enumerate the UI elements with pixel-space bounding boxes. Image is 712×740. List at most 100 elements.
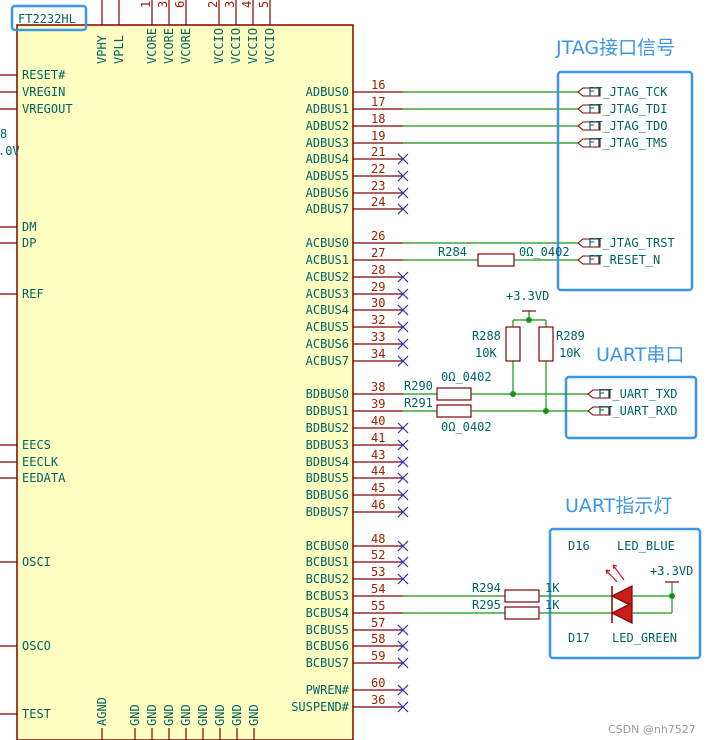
bottom-pin-label: GND — [196, 704, 210, 726]
right-pin-number: 46 — [371, 498, 385, 512]
no-connect-icon — [397, 489, 409, 501]
no-connect-icon — [397, 657, 409, 669]
right-pin-label: ACBUS7 — [306, 354, 349, 368]
no-connect-icon — [397, 540, 409, 552]
no-connect-icon — [397, 338, 409, 350]
no-connect-icon — [397, 506, 409, 518]
top-pin-label: VCCIO — [263, 28, 277, 64]
top-pin-number: 5 — [257, 1, 271, 8]
port-label-jtag-tck: FT_JTAG_TCK — [588, 85, 668, 99]
right-pin-number: 27 — [371, 246, 385, 260]
r291-value: 0Ω_0402 — [441, 420, 492, 434]
right-pin-number: 22 — [371, 162, 385, 176]
right-pin-label: ACBUS4 — [306, 303, 349, 317]
right-pin-label: BDBUS0 — [306, 387, 349, 401]
d17-ref: D17 — [568, 631, 590, 645]
port-uart-rxd — [587, 406, 611, 416]
bottom-pin-label: GND — [128, 704, 142, 726]
right-pin-label: BDBUS1 — [306, 404, 349, 418]
right-pin-label: ADBUS5 — [306, 169, 349, 183]
no-connect-icon — [397, 472, 409, 484]
right-pin-number: 21 — [371, 145, 385, 159]
right-pin-number: 43 — [371, 448, 385, 462]
bottom-pin-label: GND — [145, 704, 159, 726]
right-pin-number: 24 — [371, 195, 385, 209]
port-jtag-tdi — [577, 104, 601, 114]
left-pin-label: TEST — [22, 707, 51, 721]
led-blue-icon — [610, 585, 633, 607]
no-connect-icon — [397, 422, 409, 434]
right-pin-label: ADBUS2 — [306, 119, 349, 133]
no-connect-icon — [397, 355, 409, 367]
left-pin-label: OSCI — [22, 555, 51, 569]
right-pin-number: 36 — [371, 693, 385, 707]
right-pin-number: 28 — [371, 263, 385, 277]
watermark: CSDN @nh7527 — [608, 723, 696, 736]
left-pin-label: VREGIN — [22, 85, 65, 99]
right-pin-label: SUSPEND# — [291, 700, 350, 714]
resistor-r290 — [436, 387, 472, 401]
no-connect-icon — [397, 304, 409, 316]
no-connect-icon — [397, 684, 409, 696]
no-connect-icon — [397, 321, 409, 333]
right-pin-label: BCBUS3 — [306, 589, 349, 603]
right-pin-number: 54 — [371, 582, 385, 596]
txd-junction — [510, 391, 516, 397]
r288-ref: R288 — [472, 329, 501, 343]
r291-ref: R291 — [404, 396, 433, 410]
left-cut-label-1: 8 — [0, 127, 7, 141]
right-pin-label: ADBUS1 — [306, 102, 349, 116]
uart-group-title: UART串口 — [596, 344, 684, 366]
left-pin-label: REF — [22, 287, 44, 301]
right-pin-label: BCBUS5 — [306, 623, 349, 637]
right-pin-number: 53 — [371, 565, 385, 579]
r288-value: 10K — [475, 346, 497, 360]
top-pin-label: VCCIO — [246, 28, 260, 64]
right-pin-label: ADBUS0 — [306, 85, 349, 99]
top-pin-label: VPLL — [112, 35, 126, 64]
top-pin-number: 2 — [206, 1, 220, 8]
right-pin-number: 17 — [371, 95, 385, 109]
left-pin-label: VREGOUT — [22, 102, 73, 116]
r290-ref: R290 — [404, 379, 433, 393]
right-pin-label: ACBUS1 — [306, 253, 349, 267]
chip-left-pins: RESET#VREGINVREGOUTDMDPREFEECSEECLKEEDAT… — [0, 68, 73, 721]
left-cut-label-2: .0V — [0, 144, 20, 158]
pullup-junction-top — [526, 317, 532, 323]
jtag-group-title: JTAG接口信号 — [555, 37, 675, 59]
left-pin-label: EECS — [22, 438, 51, 452]
right-pin-label: ADBUS4 — [306, 152, 349, 166]
uart-group-box — [564, 375, 698, 440]
right-pin-label: ACBUS6 — [306, 337, 349, 351]
right-pin-label: BCBUS1 — [306, 555, 349, 569]
d16-value: LED_BLUE — [617, 539, 675, 553]
no-connect-icon — [397, 271, 409, 283]
right-pin-number: 34 — [371, 347, 385, 361]
r295-ref: R295 — [472, 598, 501, 612]
top-pin-number: 3 — [156, 1, 170, 8]
resistor-r294 — [504, 589, 540, 603]
top-pin-label: VCORE — [162, 28, 176, 64]
led-green-icon — [610, 602, 633, 624]
right-pin-number: 41 — [371, 431, 385, 445]
top-pin-number: 3 — [223, 1, 237, 8]
right-pin-number: 29 — [371, 280, 385, 294]
no-connect-icon — [397, 640, 409, 652]
port-jtag-tms — [577, 138, 601, 148]
no-connect-icon — [397, 288, 409, 300]
d16-ref: D16 — [568, 539, 590, 553]
right-pin-label: BDBUS7 — [306, 505, 349, 519]
jtag-group-box — [556, 70, 694, 292]
right-pin-number: 23 — [371, 179, 385, 193]
right-pin-number: 60 — [371, 676, 385, 690]
no-connect-icon — [397, 439, 409, 451]
led-power-junction — [669, 593, 675, 599]
port-jtag-tdo — [577, 121, 601, 131]
right-pin-label: BDBUS5 — [306, 471, 349, 485]
right-pin-number: 30 — [371, 296, 385, 310]
right-pin-label: BDBUS3 — [306, 438, 349, 452]
right-pin-number: 16 — [371, 78, 385, 92]
right-pin-label: BCBUS4 — [306, 606, 349, 620]
resistor-r289 — [538, 326, 554, 362]
